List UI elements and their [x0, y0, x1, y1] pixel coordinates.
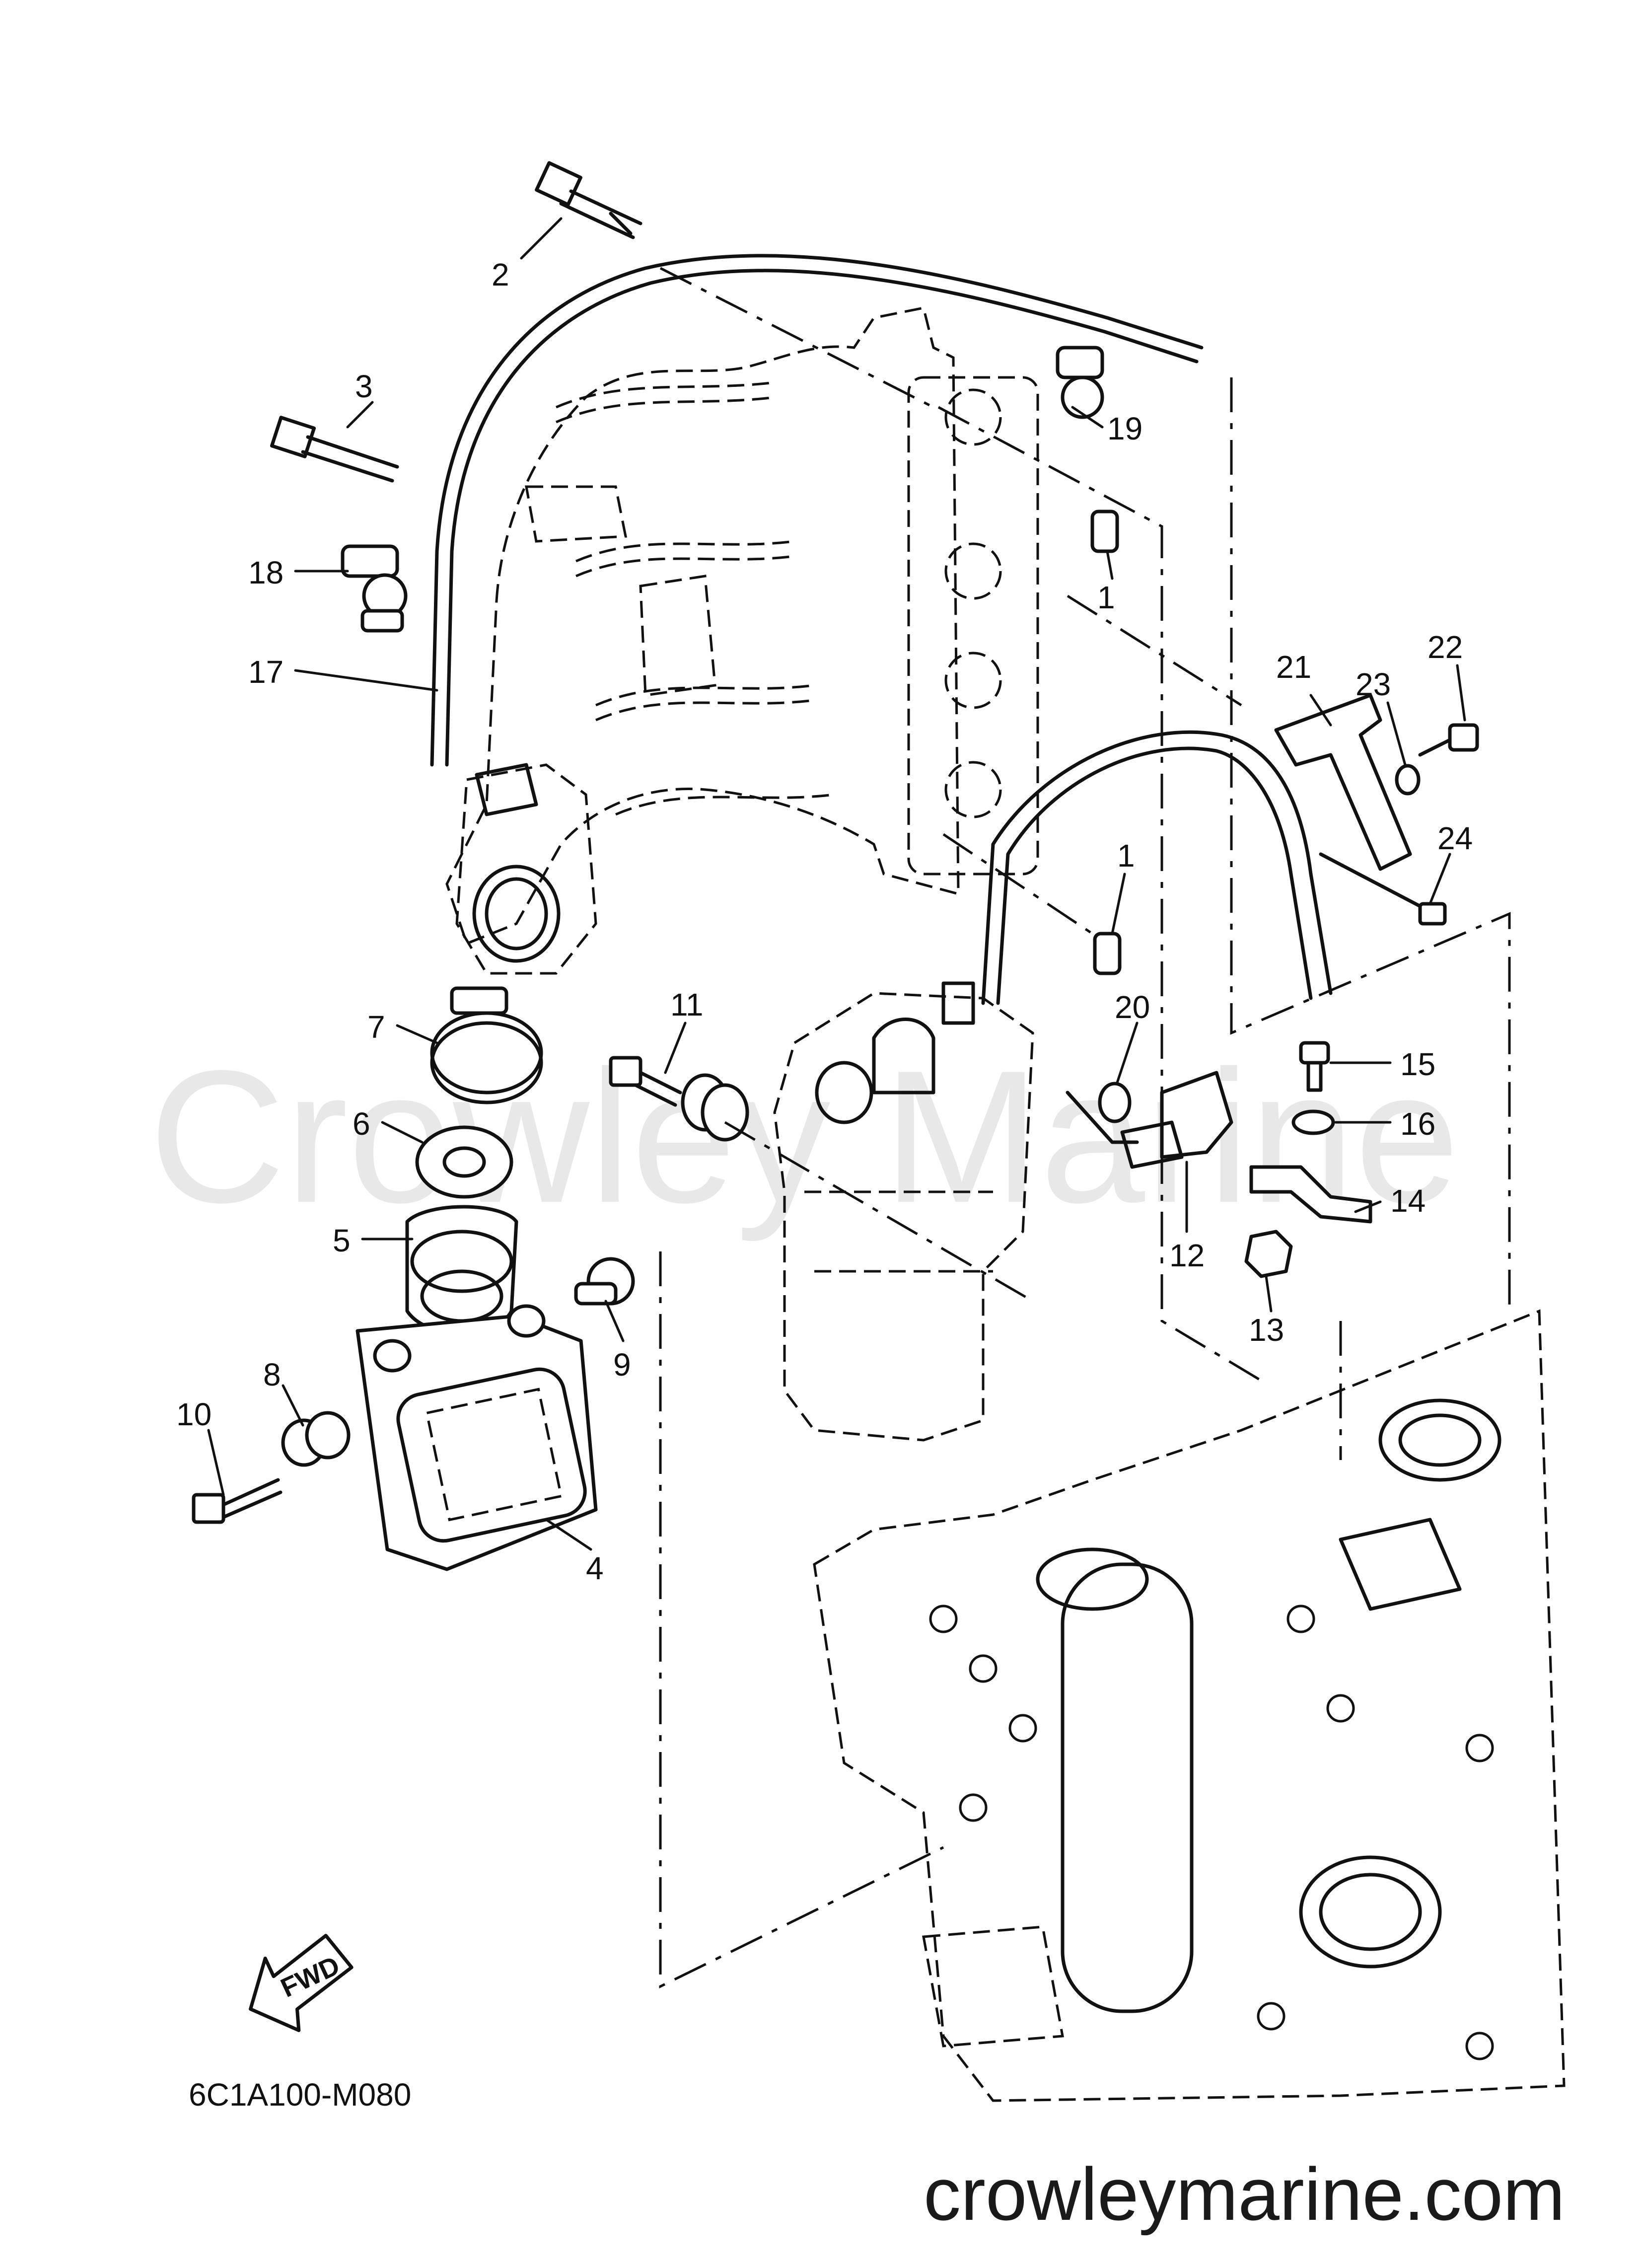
valve-12	[1066, 1071, 1233, 1169]
bolt-15	[1299, 1041, 1330, 1092]
callout-11: 11	[670, 987, 703, 1023]
clip-20	[1098, 1082, 1132, 1123]
callout-18: 18	[248, 555, 284, 590]
nut-13	[1244, 1230, 1293, 1278]
callout-1-lower: 1	[1117, 838, 1135, 874]
joint-5	[405, 1205, 518, 1335]
callout-15: 15	[1400, 1046, 1435, 1082]
washer-16	[1291, 1109, 1335, 1135]
bolt-3	[270, 416, 399, 483]
callout-4: 4	[586, 1550, 604, 1586]
fuel-hose-inner	[996, 746, 1313, 1005]
silencer-4	[356, 1304, 598, 1571]
throttle-body	[455, 763, 597, 975]
callout-labels: 1 1 2 3 4 5 6 7 8 9 10 11 12 13 14 15 16…	[176, 257, 1473, 1586]
leader-lines	[207, 217, 1466, 1551]
watermark-text: Crowley Marine	[149, 1031, 1460, 1243]
hose-17	[430, 254, 1204, 767]
callout-17: 17	[248, 654, 284, 690]
callout-7: 7	[367, 1009, 385, 1045]
callout-16: 16	[1400, 1106, 1435, 1142]
bolt-10	[192, 1478, 283, 1524]
callout-6: 6	[353, 1106, 370, 1142]
fwd-arrow-icon: FWD	[249, 1934, 354, 2032]
hose-clamp-7	[430, 986, 543, 1104]
holder-21	[1274, 693, 1412, 871]
callout-9: 9	[613, 1347, 631, 1383]
dowel-1-upper	[1090, 510, 1119, 553]
washer-23	[1395, 764, 1421, 796]
callout-23: 23	[1356, 666, 1391, 702]
callout-20: 20	[1115, 989, 1150, 1025]
callout-1-upper: 1	[1097, 580, 1115, 615]
callout-13: 13	[1249, 1312, 1284, 1348]
callout-21: 21	[1276, 649, 1311, 685]
callout-5: 5	[333, 1223, 351, 1258]
callout-19: 19	[1107, 411, 1142, 446]
callout-8: 8	[263, 1357, 281, 1392]
callout-24: 24	[1437, 820, 1473, 856]
diagram-code: 6C1A100-M080	[189, 2077, 411, 2113]
plate-6	[415, 1125, 513, 1199]
website-footer: crowleymarine.com	[924, 2152, 1565, 2236]
cylinder-block	[813, 1309, 1566, 2102]
assembly-lines	[659, 267, 1511, 1989]
callout-22: 22	[1428, 629, 1463, 665]
callout-14: 14	[1390, 1183, 1426, 1219]
callout-10: 10	[176, 1396, 212, 1432]
fuel-hose	[981, 730, 1333, 1005]
callout-3: 3	[355, 368, 373, 404]
screw-22	[1418, 723, 1479, 757]
clamp-18	[341, 544, 408, 633]
bolt-11	[609, 1056, 682, 1107]
clamp-19	[1056, 346, 1104, 419]
bolt-2	[535, 161, 643, 239]
dowel-1-lower	[1093, 932, 1122, 975]
grommet-11	[681, 1073, 749, 1142]
grommet-8	[281, 1411, 351, 1467]
callout-2: 2	[492, 257, 509, 293]
hose-17-inner	[445, 269, 1199, 767]
intake-manifold	[445, 306, 1039, 946]
bracket-14	[1249, 1165, 1372, 1224]
collar-9	[574, 1257, 635, 1306]
callout-12: 12	[1169, 1238, 1205, 1273]
tie-24	[1319, 852, 1447, 926]
